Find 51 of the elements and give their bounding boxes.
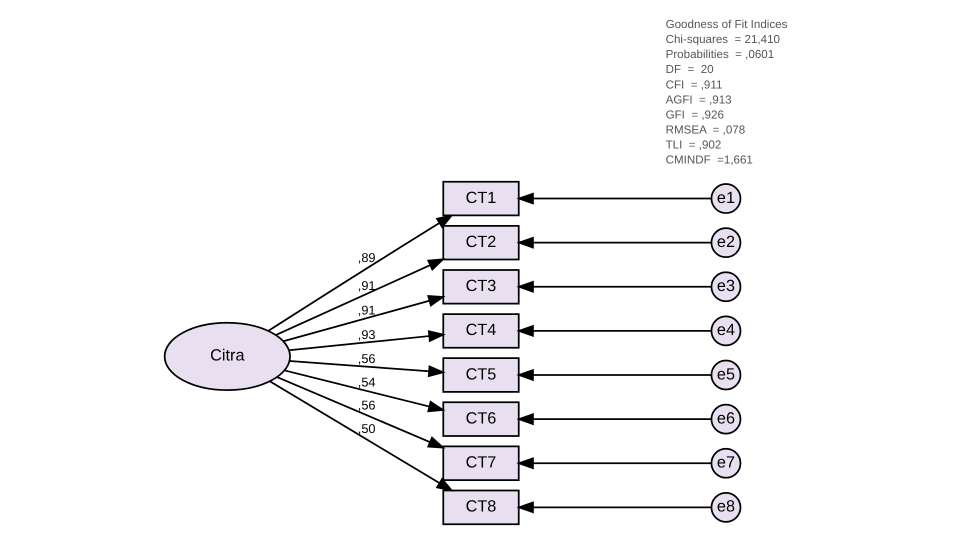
arrow <box>516 457 711 470</box>
label: GFI = ,926 <box>665 108 724 122</box>
arrow <box>269 380 454 492</box>
edge-label: ,89 <box>357 250 376 266</box>
edge-label: ,91 <box>357 302 376 318</box>
label: Goodness of Fit Indices <box>665 18 787 31</box>
node-circle: e4 <box>710 316 741 346</box>
arrow <box>284 370 446 412</box>
node-circle: e3 <box>710 271 741 302</box>
node-circle: e1 <box>710 183 741 214</box>
edge-label: ,50 <box>357 420 376 436</box>
node-box: CT6 <box>442 401 520 437</box>
arrow <box>516 236 711 249</box>
arrow <box>516 324 711 337</box>
arrow <box>516 192 711 205</box>
arrow <box>267 214 454 332</box>
node-box: CT7 <box>442 446 520 481</box>
arrow <box>288 330 446 352</box>
arrow <box>516 368 711 382</box>
node-box: CT5 <box>442 357 520 393</box>
label: AGFI = ,913 <box>665 93 732 106</box>
node-circle: e6 <box>710 404 741 435</box>
node-circle: e5 <box>710 360 741 390</box>
label: Probabilities = ,0601 <box>665 48 774 62</box>
edge-label: ,56 <box>357 351 376 366</box>
arrow <box>516 501 711 514</box>
edge-label: ,91 <box>357 278 376 294</box>
label: CMINDF =1,661 <box>665 154 752 167</box>
label: CFI = ,911 <box>665 78 722 92</box>
node-circle: e2 <box>710 227 741 258</box>
edge-label: ,93 <box>357 326 376 342</box>
node-box: CT2 <box>442 224 520 260</box>
node-circle: e7 <box>710 448 741 479</box>
edge-label: ,56 <box>357 398 376 413</box>
arrow <box>516 413 711 426</box>
label: Chi-squares = 21,410 <box>665 32 780 46</box>
node-box: CT3 <box>442 269 520 304</box>
node-box: CT8 <box>442 490 520 526</box>
arrow <box>516 280 711 293</box>
label: RMSEA = ,078 <box>665 124 745 137</box>
label: TLI = ,902 <box>665 138 721 152</box>
node-box: CT4 <box>442 313 520 349</box>
arrow <box>276 376 445 449</box>
arrow <box>282 295 446 342</box>
node-circle: e8 <box>710 492 741 523</box>
edge-label: ,54 <box>357 374 376 390</box>
arrow <box>274 258 445 336</box>
node-ellipse: Citra <box>163 322 290 391</box>
label: DF = 20 <box>665 63 714 76</box>
arrow <box>289 360 446 378</box>
node-box: CT1 <box>442 180 520 216</box>
